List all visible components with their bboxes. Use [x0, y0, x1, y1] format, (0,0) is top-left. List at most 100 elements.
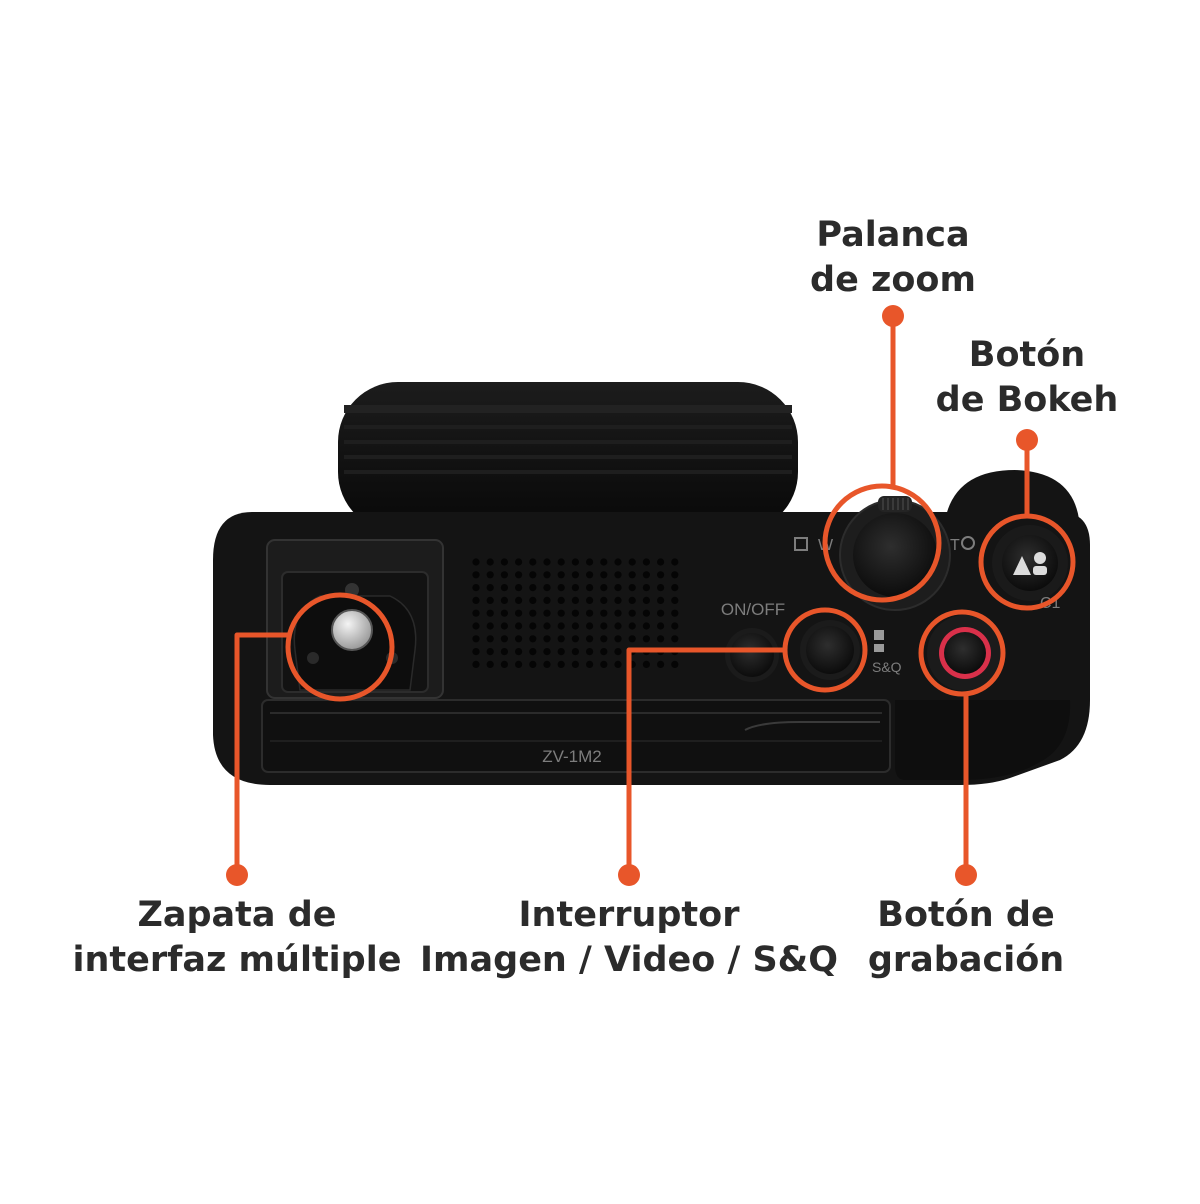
- grille-hole: [628, 609, 636, 617]
- grille-hole: [515, 660, 523, 669]
- grille-hole: [529, 584, 537, 592]
- grille-hole: [486, 558, 494, 566]
- grille-hole: [486, 648, 494, 656]
- bokeh-icon: [1013, 556, 1031, 575]
- grille-hole: [486, 609, 494, 617]
- grille-hole: [642, 622, 651, 630]
- grille-hole: [515, 571, 523, 579]
- grille-hole: [657, 584, 665, 592]
- grille-hole: [543, 584, 551, 592]
- grille-hole: [571, 558, 580, 566]
- grille-hole: [472, 571, 480, 579]
- grille-hole: [515, 584, 523, 592]
- grille-hole: [671, 622, 679, 630]
- tele-zoom-icon: [961, 536, 975, 550]
- grille-hole: [642, 635, 651, 643]
- grille-hole: [614, 558, 622, 566]
- grille-hole: [515, 596, 523, 605]
- bokeh-label-line1: Botón: [968, 335, 1086, 375]
- grille-hole: [671, 558, 679, 566]
- grille-hole: [586, 648, 594, 656]
- shoe-leader: [234, 632, 288, 875]
- grille-hole: [543, 596, 551, 605]
- callout-dots: [226, 305, 1038, 886]
- grille-hole: [472, 635, 480, 643]
- grille-hole: [500, 584, 508, 592]
- grille-hole: [500, 648, 508, 656]
- record-dot: [955, 864, 977, 886]
- sq-label: S&Q: [872, 659, 902, 675]
- grille-hole: [472, 584, 480, 592]
- grille-hole: [486, 622, 494, 630]
- switch-label-line2: Imagen / Video / S&Q: [420, 940, 838, 980]
- grille-hole: [642, 660, 651, 669]
- grille-hole: [628, 622, 636, 630]
- grille-hole: [657, 660, 665, 669]
- grille-hole: [671, 609, 679, 617]
- grille-hole: [642, 571, 651, 579]
- record-label-line2: grabación: [867, 940, 1065, 980]
- grille-hole: [486, 660, 494, 669]
- grille-hole: [614, 596, 622, 605]
- grille-hole: [671, 596, 679, 605]
- grille-hole: [657, 596, 665, 605]
- grille-hole: [543, 622, 551, 630]
- grille-hole: [557, 622, 565, 630]
- record-callout-circle: [918, 609, 1006, 697]
- switch-leader: [626, 647, 785, 875]
- lens-barrel: [338, 382, 798, 532]
- grille-hole: [657, 571, 665, 579]
- multi-interface-shoe-label: Zapata de interfaz múltiple: [67, 893, 407, 983]
- grille-hole: [614, 660, 622, 669]
- grille-hole: [500, 635, 508, 643]
- grille-hole: [557, 635, 565, 643]
- grille-hole: [486, 571, 494, 579]
- grille-hole: [586, 622, 594, 630]
- grille-hole: [586, 571, 594, 579]
- record-label-line1: Botón de: [877, 895, 1055, 935]
- grille-hole: [557, 596, 565, 605]
- switch-dot: [618, 864, 640, 886]
- grille-hole: [586, 609, 594, 617]
- photo-mode-icon: [874, 630, 884, 640]
- record-button-label: Botón de grabación: [846, 893, 1086, 983]
- grille-hole: [571, 660, 580, 669]
- grille-hole: [586, 584, 594, 592]
- grille-hole: [543, 635, 551, 643]
- shoe-label-line1: Zapata de: [137, 895, 337, 935]
- grille-hole: [600, 622, 608, 630]
- grille-hole: [557, 571, 565, 579]
- grille-hole: [600, 648, 608, 656]
- grille-hole: [500, 558, 508, 566]
- grille-hole: [472, 660, 480, 669]
- shoe-dot: [226, 864, 248, 886]
- power-button: [725, 628, 779, 682]
- grille-hole: [557, 609, 565, 617]
- grille-hole: [642, 596, 651, 605]
- grille-hole: [543, 609, 551, 617]
- power-label: ON/OFF: [721, 600, 785, 619]
- grille-hole: [571, 609, 580, 617]
- bokeh-button-label: Botón de Bokeh: [927, 333, 1127, 423]
- grille-hole: [472, 596, 480, 605]
- mode-switch-button: [800, 620, 860, 680]
- grille-hole: [657, 558, 665, 566]
- grille-hole: [571, 596, 580, 605]
- flip-screen: [261, 699, 891, 773]
- grille-hole: [515, 635, 523, 643]
- grille-hole: [529, 609, 537, 617]
- grille-hole: [529, 596, 537, 605]
- zoom-label-line2: de zoom: [810, 260, 976, 300]
- grille-hole: [600, 635, 608, 643]
- grille-hole: [600, 584, 608, 592]
- grille-hole: [586, 596, 594, 605]
- grille-hole: [614, 609, 622, 617]
- record-button: [927, 615, 1003, 691]
- grille-hole: [529, 622, 537, 630]
- grille-hole: [529, 558, 537, 566]
- grille-hole: [472, 558, 480, 566]
- grille-hole: [586, 660, 594, 669]
- grille-hole: [515, 648, 523, 656]
- grille-hole: [543, 571, 551, 579]
- grille-hole: [472, 622, 480, 630]
